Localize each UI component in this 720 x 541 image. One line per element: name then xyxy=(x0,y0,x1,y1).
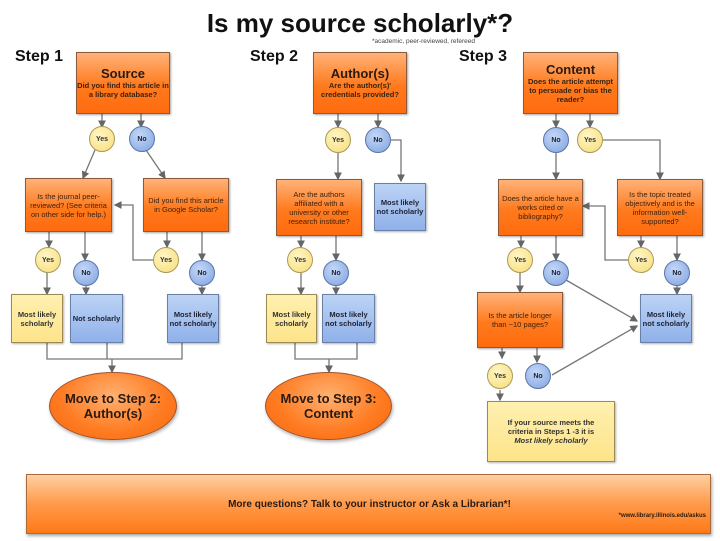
objectivity-no-circle: No xyxy=(664,260,690,286)
step-2-authors-box: Author(s) Are the author(s)' credentials… xyxy=(313,52,407,114)
affiliation-yes-circle: Yes xyxy=(287,247,313,273)
step-2-affiliation-box: Are the authors affiliated with a univer… xyxy=(276,179,362,236)
step-1-question: Did you find this article in a library d… xyxy=(77,81,169,99)
affiliation-question: Are the authors affiliated with a univer… xyxy=(288,189,350,226)
step-3-yes-circle: Yes xyxy=(577,127,603,153)
step-3-no-circle: No xyxy=(543,127,569,153)
step-1-label: Step 1 xyxy=(15,48,64,65)
title-footnote: *academic, peer-reviewed, refereed xyxy=(372,38,475,45)
step-2-no-credentials-result: Most likely not scholarly xyxy=(374,183,426,231)
step-1-most-likely-scholarly: Most likely scholarly xyxy=(11,294,63,343)
footer-banner: More questions? Talk to your instructor … xyxy=(26,474,711,534)
final-result-verdict: Most likely scholarly xyxy=(514,436,588,445)
step-3-label: Step 3 xyxy=(459,48,508,65)
step-2-question: Are the author(s)' credentials provided? xyxy=(321,81,399,99)
length-question: Is the article longer than ~10 pages? xyxy=(488,311,552,329)
step-3-final-result-box: If your source meets the criteria in Ste… xyxy=(487,401,615,462)
affiliation-no-circle: No xyxy=(323,260,349,286)
footer-text: More questions? Talk to your instructor … xyxy=(228,499,511,510)
peer-review-no-circle: No xyxy=(73,260,99,286)
move-to-step-3-text: Move to Step 3: Content xyxy=(280,391,377,421)
step-1-yes-circle: Yes xyxy=(89,126,115,152)
length-no-circle: No xyxy=(525,363,551,389)
step-3-content-box: Content Does the article attempt to pers… xyxy=(523,52,618,114)
step-2-most-likely-not-scholarly: Most likely not scholarly xyxy=(322,294,375,343)
step-2-most-likely-scholarly: Most likely scholarly xyxy=(266,294,317,343)
step-2-label: Step 2 xyxy=(250,48,299,65)
final-result-criteria: If your source meets the criteria in Ste… xyxy=(507,418,595,436)
step-1-heading: Source xyxy=(100,66,146,81)
step-3-heading: Content xyxy=(545,61,596,77)
objectivity-question: Is the topic treated objectively and is … xyxy=(625,189,695,226)
step-1-peer-review-box: Is the journal peer-reviewed? (See crite… xyxy=(25,178,112,232)
length-yes-circle: Yes xyxy=(487,363,513,389)
step-2-yes-circle: Yes xyxy=(325,127,351,153)
move-to-step-2-text: Move to Step 2: Author(s) xyxy=(64,391,162,421)
page-title: Is my source scholarly*? xyxy=(206,8,514,38)
google-scholar-question: Did you find this article in Google Scho… xyxy=(148,196,224,214)
footer-askus-link[interactable]: *www.library.illinois.edu/askus xyxy=(618,513,706,519)
step-1-source-box: Source Did you find this article in a li… xyxy=(76,52,170,114)
google-scholar-no-circle: No xyxy=(189,260,215,286)
step-1-most-likely-not-scholarly: Most likely not scholarly xyxy=(167,294,219,343)
step-1-google-scholar-box: Did you find this article in Google Scho… xyxy=(143,178,229,232)
move-to-step-2-oval: Move to Step 2: Author(s) xyxy=(49,372,177,440)
step-2-no-circle: No xyxy=(365,127,391,153)
bibliography-question: Does the article have a works cited or b… xyxy=(502,194,579,221)
objectivity-yes-circle: Yes xyxy=(628,247,654,273)
step-3-most-likely-not-scholarly: Most likely not scholarly xyxy=(640,294,692,343)
step-3-bibliography-box: Does the article have a works cited or b… xyxy=(498,179,583,236)
step-3-question: Does the article attempt to persuade or … xyxy=(527,76,614,104)
peer-review-question: Is the journal peer-reviewed? (See crite… xyxy=(30,191,107,219)
bibliography-yes-circle: Yes xyxy=(507,247,533,273)
peer-review-yes-circle: Yes xyxy=(35,247,61,273)
step-2-heading: Author(s) xyxy=(330,66,390,81)
google-scholar-yes-circle: Yes xyxy=(153,247,179,273)
step-1-not-scholarly: Not scholarly xyxy=(70,294,123,343)
step-3-objectivity-box: Is the topic treated objectively and is … xyxy=(617,179,703,236)
step-3-length-box: Is the article longer than ~10 pages? xyxy=(477,292,563,348)
bibliography-no-circle: No xyxy=(543,260,569,286)
step-1-no-circle: No xyxy=(129,126,155,152)
move-to-step-3-oval: Move to Step 3: Content xyxy=(265,372,392,440)
